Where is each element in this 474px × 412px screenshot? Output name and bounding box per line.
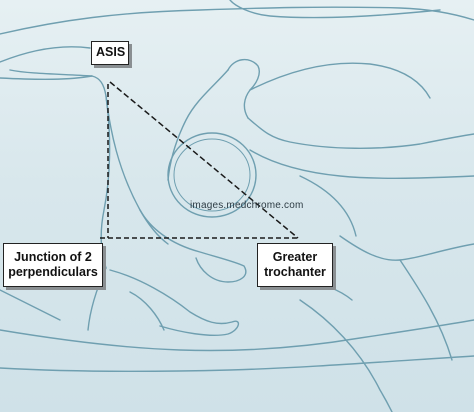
greater-trochanter-label-line1: Greater: [272, 250, 318, 264]
greater-trochanter-label-line2: trochanter: [264, 265, 326, 279]
watermark-text: images.medchrome.com: [190, 200, 304, 211]
construction-lines: [100, 81, 300, 239]
junction-label-line2: perpendiculars: [8, 265, 98, 279]
junction-label-line1: Junction of 2: [14, 250, 92, 264]
greater-trochanter-top: [227, 59, 260, 119]
femoral-shaft-lower: [249, 149, 474, 180]
junction-label: Junction of 2 perpendiculars: [3, 243, 103, 287]
femoral-shaft-upper: [247, 117, 474, 149]
pubis: [109, 269, 239, 336]
asis-label: ASIS: [91, 41, 129, 65]
asis-label-text: ASIS: [96, 45, 126, 59]
upper-contour: [0, 6, 474, 35]
asis-to-trochanter-line: [109, 81, 299, 239]
greater-trochanter-label: Greater trochanter: [257, 243, 333, 287]
ischium: [139, 209, 247, 283]
